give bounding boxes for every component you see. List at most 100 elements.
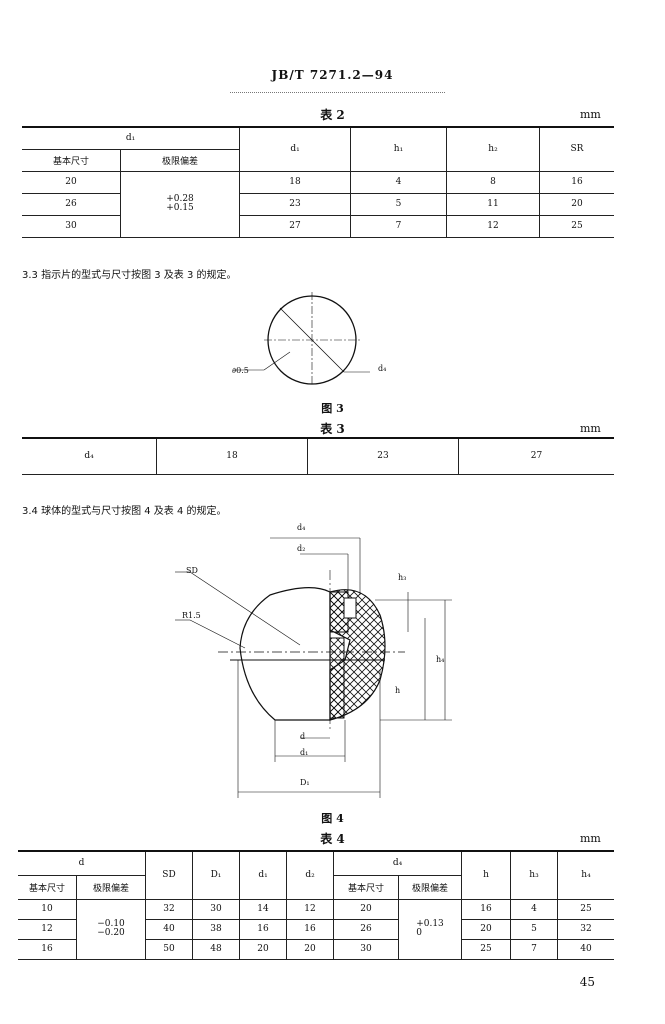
table4-cell: 25 [557,898,614,920]
table2-cell: 30 [22,214,121,238]
table2-cell: 4 [350,170,447,194]
table4-head-sd: SD [145,850,193,900]
table3-cell: 27 [458,437,614,475]
table4-head-h4: h₄ [557,850,614,900]
fig4-h4-label: h₄ [436,655,445,664]
table4-cell: 16 [286,918,334,940]
table4-cell: 48 [192,938,240,960]
paragraph-3-4: 3.4 球体的型式与尺寸按图 4 及表 4 的规定。 [22,506,227,517]
table4-d-tol-top: −0.10 [97,919,125,929]
table4-cell: 7 [510,938,558,960]
table4-head-d: d [18,850,146,876]
table4-d-tol-bot: −0.20 [97,928,125,938]
table4-head-h: h [461,850,511,900]
table4-cell: 5 [510,918,558,940]
table4-cell: 12 [18,918,77,940]
fig3-d4-label: d₄ [378,364,387,373]
table3-cell: 23 [307,437,459,475]
table4-head-h3: h₃ [510,850,558,900]
table2-cell: 25 [539,214,614,238]
table2-unit: mm [580,108,601,121]
table4-caption: 表 4 [320,832,345,846]
table4-cell: 40 [557,938,614,960]
table4-d4-tol-bot: 0 [416,928,422,938]
table4-cell: 20 [333,898,399,920]
figure-4-drawing [175,537,452,798]
table4-cell: 12 [286,898,334,920]
table2-tol-top: +0.28 [166,194,194,204]
table2-head-h1: h₁ [350,126,447,172]
page-number: 45 [579,975,595,989]
figure-3-caption: 图 3 [321,402,344,415]
fig4-d2-label: d₂ [297,544,306,553]
fig3-thickness-label: ∂0.5 [232,366,249,375]
table4-head-d1: d₁ [239,850,287,900]
table4-cell: 20 [239,938,287,960]
fig4-r-label: R1.5 [182,611,201,620]
table3-cell: 18 [156,437,308,475]
table4-head-d4: d₄ [333,850,462,876]
table3-caption: 表 3 [320,422,345,436]
fig4-h-label: h [395,686,401,695]
table4-cell: 20 [286,938,334,960]
table4-cell: 26 [333,918,399,940]
table2-head-d1: d₁ [239,126,351,172]
table4-cell: 16 [461,898,511,920]
table2-cell: 26 [22,192,121,216]
table4-head-d4-limit: 极限偏差 [398,874,462,900]
fig4-d-label: d [300,732,306,741]
fig4-sd-label: SD [186,566,198,575]
table4-head-D1: D₁ [192,850,240,900]
table2-cell: 12 [446,214,540,238]
table2-cell: 18 [239,170,351,194]
paragraph-3-3: 3.3 指示片的型式与尺寸按图 3 及表 3 的规定。 [22,270,237,281]
table4-cell: 50 [145,938,193,960]
table4-cell: 38 [192,918,240,940]
fig4-D1-label: D₁ [300,778,310,787]
table-3: d₄ 18 23 27 [22,437,614,475]
figure-3-drawing [232,292,370,385]
table2-cell: 16 [539,170,614,194]
document-header: JB/T 7271.2—94 [271,68,394,82]
table4-head-d4-basic: 基本尺寸 [333,874,399,900]
fig4-h3-label: h₃ [398,573,407,582]
table4-cell: 25 [461,938,511,960]
table2-head-h2: h₂ [446,126,540,172]
table4-head-basic: 基本尺寸 [18,874,77,900]
table4-cell: 30 [333,938,399,960]
table4-cell: 16 [18,938,77,960]
table4-cell: 16 [239,918,287,940]
table3-unit: mm [580,422,601,435]
table3-head-d4: d₄ [22,437,157,475]
table4-cell: 10 [18,898,77,920]
fig4-d1-label: d₁ [300,748,309,757]
figure-4-caption: 图 4 [321,812,344,825]
table2-cell: 20 [539,192,614,216]
table4-head-limit: 极限偏差 [76,874,146,900]
table4-cell: 32 [145,898,193,920]
table2-cell: 23 [239,192,351,216]
table4-head-d2: d₂ [286,850,334,900]
table-4: d SD D₁ d₁ d₂ d₄ h h₃ h₄ 基本尺寸 极限偏差 基本尺寸 … [18,850,614,960]
table4-cell: 14 [239,898,287,920]
fig4-d4-label: d₄ [297,523,306,532]
table2-cell: 7 [350,214,447,238]
table2-cell: 20 [22,170,121,194]
table2-cell: 5 [350,192,447,216]
table4-unit: mm [580,832,601,845]
table-2: d₁ d₁ h₁ h₂ SR 基本尺寸 极限偏差 20 +0.28+0.15 1… [22,126,614,238]
table2-tolerance: +0.28+0.15 [120,170,240,238]
table2-head-basic: 基本尺寸 [22,148,121,172]
header-rule [230,92,445,93]
table2-head-limit: 极限偏差 [120,148,240,172]
table4-d-tolerance: −0.10−0.20 [76,898,146,960]
table2-head-sr: SR [539,126,614,172]
table2-tol-bot: +0.15 [166,203,194,213]
table4-cell: 32 [557,918,614,940]
table2-cell: 8 [446,170,540,194]
table2-cell: 11 [446,192,540,216]
table2-caption: 表 2 [320,108,345,122]
table4-cell: 20 [461,918,511,940]
table4-cell: 30 [192,898,240,920]
